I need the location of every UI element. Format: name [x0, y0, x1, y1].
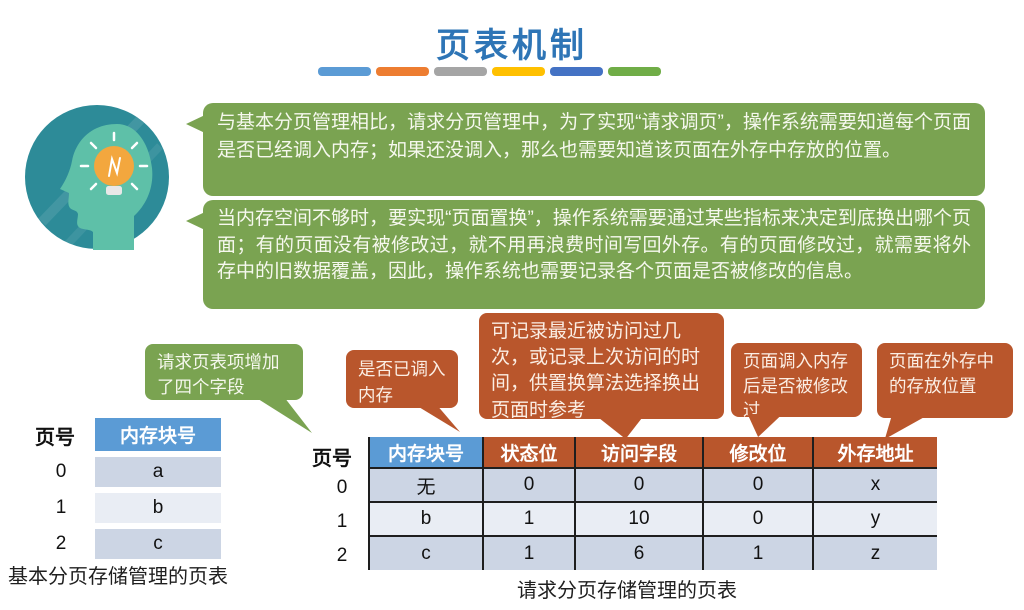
callout-modify-bit: 页面调入内存后是否被修改过 [731, 343, 862, 420]
callout-external-address: 页面在外存中的存放位置 [877, 343, 1013, 418]
right-table-header: 外存地址 [812, 437, 937, 469]
right-table-cell: 0 [482, 469, 574, 503]
divider-bar [318, 67, 371, 76]
right-table-cell: b [370, 503, 482, 537]
right-table-cell: 10 [574, 503, 702, 537]
title-divider [318, 67, 661, 76]
bubble-text: 当内存空间不够时，要实现“页面置换”，操作系统需要通过某些指标来决定到底换出哪个… [217, 208, 971, 283]
callout-status-bit: 是否已调入内存 [346, 350, 458, 408]
callout-tail [413, 404, 460, 432]
divider-bar [550, 67, 603, 76]
right-table-header: 修改位 [702, 437, 812, 469]
speech-bubble-page-replacement: 当内存空间不够时，要实现“页面置换”，操作系统需要通过某些指标来决定到底换出哪个… [186, 200, 985, 309]
callout-four-fields: 请求页表项增加了四个字段 [145, 344, 303, 400]
bubble-tail [186, 115, 205, 133]
right-table-cell: 0 [702, 469, 812, 503]
right-table-cell: z [812, 537, 937, 570]
left-table-caption: 基本分页存储管理的页表 [8, 566, 228, 588]
right-table-cell: 0 [702, 503, 812, 537]
right-table-caption: 请求分页存储管理的页表 [517, 580, 737, 602]
left-table-column-header: 内存块号 [95, 418, 221, 451]
right-table-cell: y [812, 503, 937, 537]
right-table-rowlabel-header: 页号 [312, 448, 352, 470]
thinking-head-lightbulb-icon [25, 105, 169, 250]
right-table-cell: 6 [574, 537, 702, 570]
divider-bar [376, 67, 429, 76]
right-table-header: 内存块号 [370, 437, 482, 469]
request-page-table: 内存块号 状态位 访问字段 修改位 外存地址 无 0 0 0 x b 1 10 … [368, 437, 937, 570]
left-table-page-number: 2 [55, 533, 67, 554]
page-title: 页表机制 [436, 27, 588, 65]
bubble-tail [186, 212, 205, 230]
left-table-cell: a [95, 457, 221, 487]
right-table-cell: 1 [482, 503, 574, 537]
right-table-page-number: 1 [336, 511, 348, 532]
left-table-rowlabel-header: 页号 [35, 427, 75, 449]
right-table-cell: 1 [702, 537, 812, 570]
divider-bar [608, 67, 661, 76]
left-table-cell: b [95, 493, 221, 523]
callout-tail [596, 416, 644, 439]
right-table-page-number: 2 [336, 545, 348, 566]
right-table-cell: c [370, 537, 482, 570]
right-table-page-number: 0 [336, 477, 348, 498]
divider-bar [434, 67, 487, 76]
right-table-cell: 0 [574, 469, 702, 503]
callout-tail [254, 397, 312, 433]
speech-bubble-request-paging: 与基本分页管理相比，请求分页管理中，为了实现“请求调页”，操作系统需要知道每个页… [186, 103, 985, 196]
right-table-header: 状态位 [482, 437, 574, 469]
left-table-page-number: 1 [55, 497, 67, 518]
right-table-cell: 1 [482, 537, 574, 570]
callout-tail [884, 415, 928, 439]
right-table-cell: 无 [370, 469, 482, 503]
left-table-page-number: 0 [55, 461, 67, 482]
right-table-cell: x [812, 469, 937, 503]
divider-bar [492, 67, 545, 76]
left-table-cell: c [95, 529, 221, 559]
callout-access-field: 可记录最近被访问过几次，或记录上次访问的时间，供置换算法选择换出页面时参考 [479, 313, 724, 421]
right-table-header: 访问字段 [574, 437, 702, 469]
bubble-text: 与基本分页管理相比，请求分页管理中，为了实现“请求调页”，操作系统需要知道每个页… [217, 112, 971, 162]
